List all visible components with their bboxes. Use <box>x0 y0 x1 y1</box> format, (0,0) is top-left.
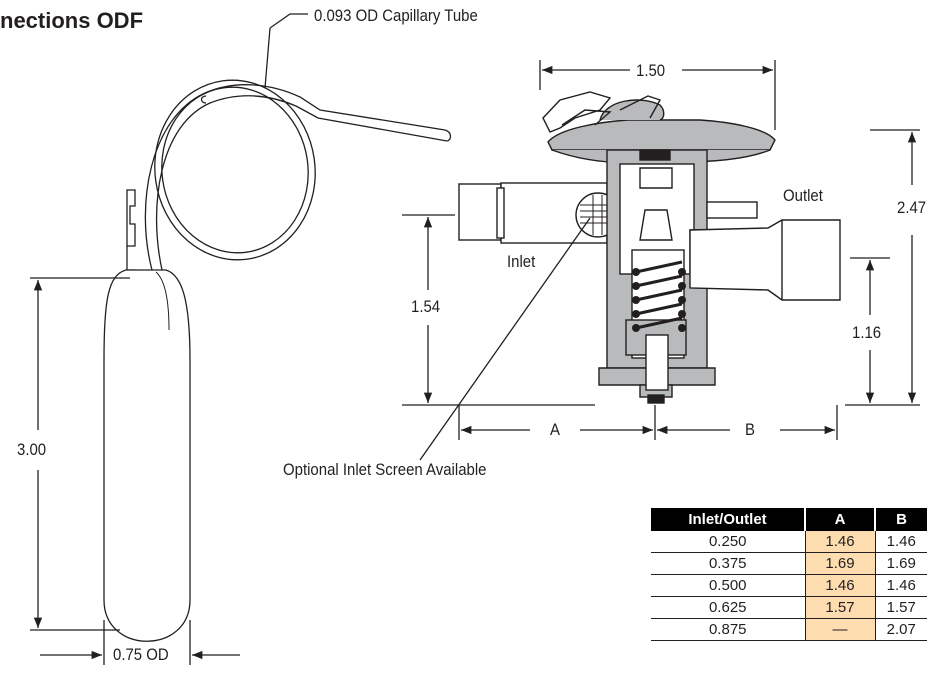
cell-b: 1.46 <box>875 531 927 553</box>
dimension-outlet-height-label: 1.16 <box>852 323 882 342</box>
cell-size: 0.250 <box>651 531 805 553</box>
page-title: nections ODF <box>0 8 144 33</box>
table-row: 0.500 1.46 1.46 <box>651 574 927 597</box>
sensing-bulb <box>103 79 452 642</box>
inlet-fitting <box>458 182 621 244</box>
cell-a: 1.69 <box>804 552 876 575</box>
table-row: 0.875 — 2.07 <box>651 618 927 641</box>
cell-a: 1.46 <box>804 574 876 597</box>
dimension-total-height-label: 2.47 <box>897 198 927 217</box>
cell-size: 0.375 <box>651 552 805 575</box>
outlet-fitting <box>689 201 841 301</box>
cell-size: 0.875 <box>651 618 805 641</box>
cell-a: 1.57 <box>804 596 876 619</box>
table-row: 0.375 1.69 1.69 <box>651 552 927 575</box>
dimension-width-label: 1.50 <box>636 61 666 80</box>
table-header-row: Inlet/Outlet A B <box>651 508 927 531</box>
dimensions-table: Inlet/Outlet A B 0.250 1.46 1.46 0.375 1… <box>651 508 927 641</box>
dimension-inlet-height-label: 1.54 <box>411 297 441 316</box>
dimension-lines <box>30 13 920 665</box>
header-a: A <box>804 508 875 531</box>
bulb-od-label: 0.75 OD <box>113 645 169 664</box>
table-row: 0.625 1.57 1.57 <box>651 596 927 619</box>
spring <box>632 260 686 332</box>
cell-b: 2.07 <box>875 618 927 641</box>
cell-size: 0.625 <box>651 596 805 619</box>
cell-b: 1.46 <box>875 574 927 597</box>
header-inlet-outlet: Inlet/Outlet <box>651 508 805 531</box>
cell-a: 1.46 <box>804 531 876 553</box>
dimension-bulb-length-label: 3.00 <box>17 440 47 459</box>
cell-b: 1.69 <box>875 552 927 575</box>
cell-b: 1.57 <box>875 596 927 619</box>
dimension-b-label: B <box>745 420 755 439</box>
cell-size: 0.500 <box>651 574 805 597</box>
cell-a: — <box>804 618 876 641</box>
outlet-label: Outlet <box>783 186 823 205</box>
inlet-label: Inlet <box>507 252 536 271</box>
capillary-tube-label: 0.093 OD Capillary Tube <box>314 6 478 25</box>
header-b: B <box>874 508 927 531</box>
inlet-screen-label: Optional Inlet Screen Available <box>283 460 487 479</box>
table-row: 0.250 1.46 1.46 <box>651 531 927 553</box>
dimension-a-label: A <box>550 420 560 439</box>
